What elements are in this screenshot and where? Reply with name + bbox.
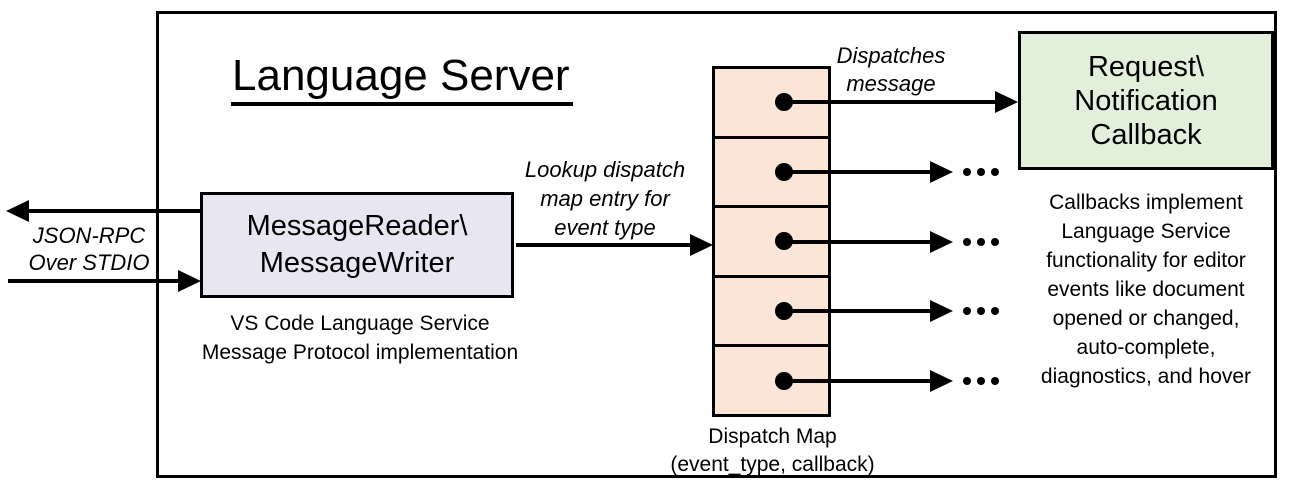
callback-caption-line: auto-complete, bbox=[1076, 336, 1216, 359]
ellipsis-icon bbox=[963, 238, 999, 246]
dispatches-line1: Dispatches bbox=[836, 43, 946, 68]
jsonrpc-annotation: JSON-RPC Over STDIO bbox=[18, 222, 160, 276]
entry-dot-icon bbox=[775, 162, 793, 181]
lookup-line3: event type bbox=[554, 215, 656, 240]
callback-caption-line: Callbacks implement bbox=[1049, 191, 1243, 214]
reader-caption-line2: Message Protocol implementation bbox=[201, 341, 519, 364]
ellipsis-icon bbox=[963, 307, 999, 315]
entry-dot-icon bbox=[775, 232, 793, 251]
callback-label-line3: Callback bbox=[1090, 118, 1202, 151]
callback-caption-line: opened or changed, bbox=[1052, 307, 1240, 330]
callback-caption: Callbacks implement Language Service fun… bbox=[1014, 188, 1278, 391]
dispatch-arrow-3-head-icon bbox=[930, 231, 953, 253]
callback-caption-line: functionality for editor bbox=[1046, 249, 1246, 272]
ellipsis-icon bbox=[963, 377, 999, 385]
callback-label-line2: Notification bbox=[1074, 84, 1218, 117]
callback-label-line1: Request\ bbox=[1087, 50, 1205, 83]
reader-caption: VS Code Language Service Message Protoco… bbox=[175, 309, 545, 367]
dispatch-arrow-2-line bbox=[792, 170, 935, 174]
entry-dot-icon bbox=[775, 302, 793, 321]
lookup-arrow-line bbox=[516, 243, 696, 247]
reader-label-line1: MessageReader\ bbox=[246, 210, 468, 242]
dispatch-map-caption-line2: (event_type, callback) bbox=[670, 453, 875, 476]
request-notification-callback-node: Request\ Notification Callback bbox=[1018, 31, 1274, 170]
callback-caption-line: diagnostics, and hover bbox=[1040, 365, 1252, 388]
callback-caption-line: Language Service bbox=[1061, 220, 1231, 243]
dispatch-arrow-1-line bbox=[792, 100, 1000, 104]
reader-caption-line1: VS Code Language Service bbox=[230, 312, 490, 335]
arrow-in-head-icon bbox=[178, 270, 201, 292]
dispatch-arrow-4-head-icon bbox=[930, 300, 953, 322]
arrow-in-line bbox=[8, 279, 181, 283]
dispatch-map-caption: Dispatch Map (event_type, callback) bbox=[650, 423, 895, 479]
message-reader-writer-node: MessageReader\ MessageWriter bbox=[200, 192, 514, 298]
dispatch-arrow-4-line bbox=[792, 309, 935, 313]
dispatch-map-node bbox=[712, 66, 831, 417]
lookup-line1: Lookup dispatch bbox=[524, 157, 686, 182]
lookup-line2: map entry for bbox=[540, 186, 670, 211]
lookup-annotation: Lookup dispatch map entry for event type bbox=[515, 155, 695, 242]
reader-label-line2: MessageWriter bbox=[259, 247, 455, 279]
diagram-title: Language Server bbox=[231, 52, 573, 107]
entry-dot-icon bbox=[775, 371, 793, 390]
jsonrpc-line1: JSON-RPC bbox=[32, 223, 146, 248]
lookup-arrow-head-icon bbox=[690, 234, 713, 256]
entry-dot-icon bbox=[775, 93, 793, 112]
dispatch-arrow-5-head-icon bbox=[930, 370, 953, 392]
dispatch-arrow-3-line bbox=[792, 240, 935, 244]
arrow-out-line bbox=[24, 209, 201, 213]
dispatch-arrow-2-head-icon bbox=[930, 161, 953, 183]
jsonrpc-line2: Over STDIO bbox=[28, 250, 150, 275]
dispatches-annotation: Dispatches message bbox=[826, 42, 956, 98]
ellipsis-icon bbox=[963, 168, 999, 176]
dispatch-arrow-5-line bbox=[792, 379, 935, 383]
arrow-out-head-icon bbox=[6, 200, 29, 222]
dispatch-map-caption-line1: Dispatch Map bbox=[708, 425, 837, 448]
dispatch-arrow-1-head-icon bbox=[995, 91, 1018, 113]
dispatches-line2: message bbox=[846, 71, 936, 96]
callback-caption-line: events like document bbox=[1047, 278, 1245, 301]
